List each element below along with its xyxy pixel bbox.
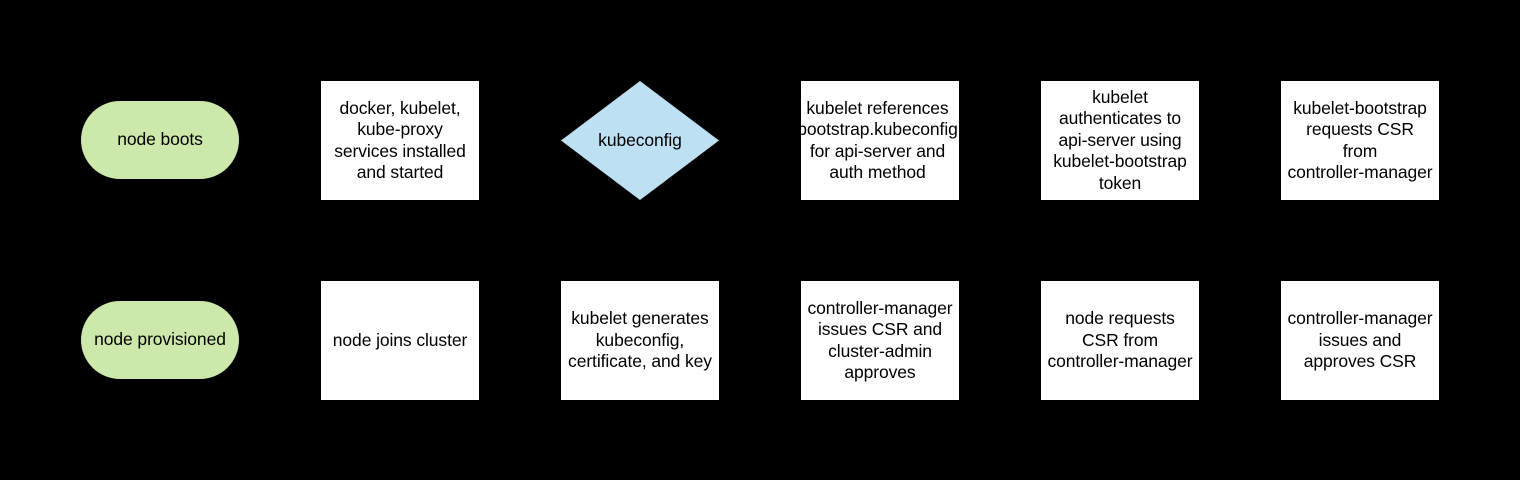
node-kubelet-references-bootstrap[interactable]: kubelet references bootstrap.kubeconfig … [797, 81, 959, 200]
node-node-boots[interactable]: node boots [81, 101, 239, 179]
node-kubeconfig-decision[interactable]: kubeconfig [561, 81, 719, 200]
node-label-cm-issues-csr: controller-manager issues CSR and cluste… [807, 297, 953, 383]
node-label-kubelet-references-bootstrap: kubelet references bootstrap.kubeconfig … [797, 97, 958, 183]
node-label-node-joins-cluster: node joins cluster [332, 329, 468, 350]
node-cm-issues-approves[interactable]: controller-manager issues and approves C… [1281, 281, 1439, 400]
node-node-provisioned[interactable]: node provisioned [81, 301, 239, 379]
node-label-services-installed: docker, kubelet, kube-proxy services ins… [334, 97, 466, 183]
node-label-node-provisioned: node provisioned [94, 329, 226, 350]
node-label-cm-issues-approves: controller-manager issues and approves C… [1287, 308, 1433, 372]
node-node-requests-csr[interactable]: node requests CSR from controller-manage… [1041, 281, 1199, 400]
node-label-kubeconfig-decision: kubeconfig [598, 129, 682, 150]
node-label-node-requests-csr: node requests CSR from controller-manage… [1047, 308, 1193, 372]
node-bootstrap-requests-csr[interactable]: kubelet-bootstrap requests CSR from cont… [1281, 81, 1439, 200]
node-kubelet-generates[interactable]: kubelet generates kubeconfig, certificat… [561, 281, 719, 400]
node-kubelet-authenticates[interactable]: kubelet authenticates to api-server usin… [1041, 81, 1199, 200]
node-node-joins-cluster[interactable]: node joins cluster [321, 281, 479, 400]
node-label-node-boots: node boots [117, 129, 203, 150]
node-services-installed[interactable]: docker, kubelet, kube-proxy services ins… [321, 81, 479, 200]
node-label-bootstrap-requests-csr: kubelet-bootstrap requests CSR from cont… [1287, 97, 1433, 183]
node-label-kubelet-authenticates: kubelet authenticates to api-server usin… [1053, 86, 1187, 193]
node-label-kubelet-generates: kubelet generates kubeconfig, certificat… [568, 308, 712, 372]
node-cm-issues-csr[interactable]: controller-manager issues CSR and cluste… [801, 281, 959, 400]
